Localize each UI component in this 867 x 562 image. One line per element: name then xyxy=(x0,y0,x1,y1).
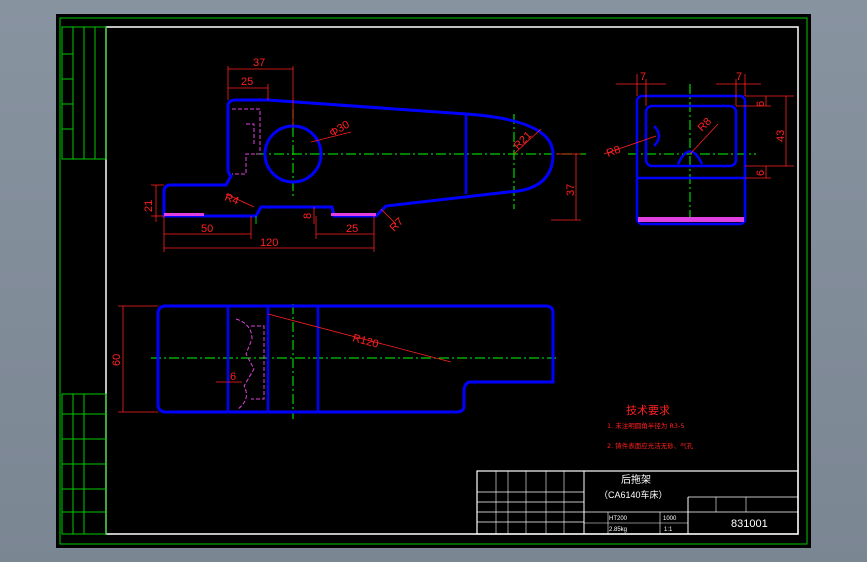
left-top-grid xyxy=(61,26,107,160)
scale-cell: 1:1 xyxy=(664,527,673,533)
title-block: 后拖架 （CA6140车床） 831001 HT200 2.85kg 1000 … xyxy=(476,470,799,535)
drawing-number: 831001 xyxy=(731,518,768,530)
dim-60: 60 xyxy=(111,354,123,366)
dim-7-left: 7 xyxy=(640,71,646,83)
side-view xyxy=(628,84,756,226)
dim-r21: R21 xyxy=(512,129,535,152)
dim-120: 120 xyxy=(260,237,278,249)
tech-req-title: 技术要求 xyxy=(626,404,670,417)
dim-43: 43 xyxy=(775,130,787,142)
left-bottom-grid xyxy=(61,393,107,535)
dim-25-bottom: 25 xyxy=(346,223,358,235)
technical-requirements: 技术要求 1. 未注明圆角半径为 R3-5 2. 铸件表面应光洁无砂、气孔 xyxy=(607,404,694,450)
cad-drawing-canvas[interactable]: 37 25 Φ30 R21 R4 21 8 R7 37 50 xyxy=(56,14,811,548)
plan-view: R120 60 6 xyxy=(111,304,556,419)
dim-r8-left: R8 xyxy=(605,144,622,160)
dim-r120: R120 xyxy=(351,332,380,350)
dim-25-top: 25 xyxy=(241,76,253,88)
tech-req-line-1: 1. 未注明圆角半径为 R3-5 xyxy=(607,421,684,430)
dim-37-right: 37 xyxy=(565,184,577,196)
dim-21: 21 xyxy=(143,200,155,212)
dim-8: 8 xyxy=(302,213,314,219)
dim-7-right: 7 xyxy=(736,71,742,83)
dim-6-plan: 6 xyxy=(230,371,236,383)
mass-cell: 2.85kg xyxy=(609,527,627,533)
dim-phi30: Φ30 xyxy=(328,119,352,140)
machine-name: （CA6140车床） xyxy=(599,489,668,500)
drawing-sheet: 37 25 Φ30 R21 R4 21 8 R7 37 50 xyxy=(56,14,811,548)
drawing-frame xyxy=(105,26,799,535)
front-view xyxy=(162,98,586,224)
part-name: 后拖架 xyxy=(621,473,651,486)
material-cell: HT200 xyxy=(609,516,628,522)
dim-6-top: 6 xyxy=(755,101,767,107)
dim-r4: R4 xyxy=(223,192,240,208)
tech-req-line-2: 2. 铸件表面应光洁无砂、气孔 xyxy=(607,441,694,450)
ratio-cell: 1000 xyxy=(663,516,677,522)
dim-50: 50 xyxy=(201,223,213,235)
side-dimensions: 7 7 6 43 6 R8 R8 xyxy=(603,71,794,179)
outer-border xyxy=(59,17,808,545)
dim-6-bottom: 6 xyxy=(755,170,767,176)
dim-37-top: 37 xyxy=(253,57,265,69)
